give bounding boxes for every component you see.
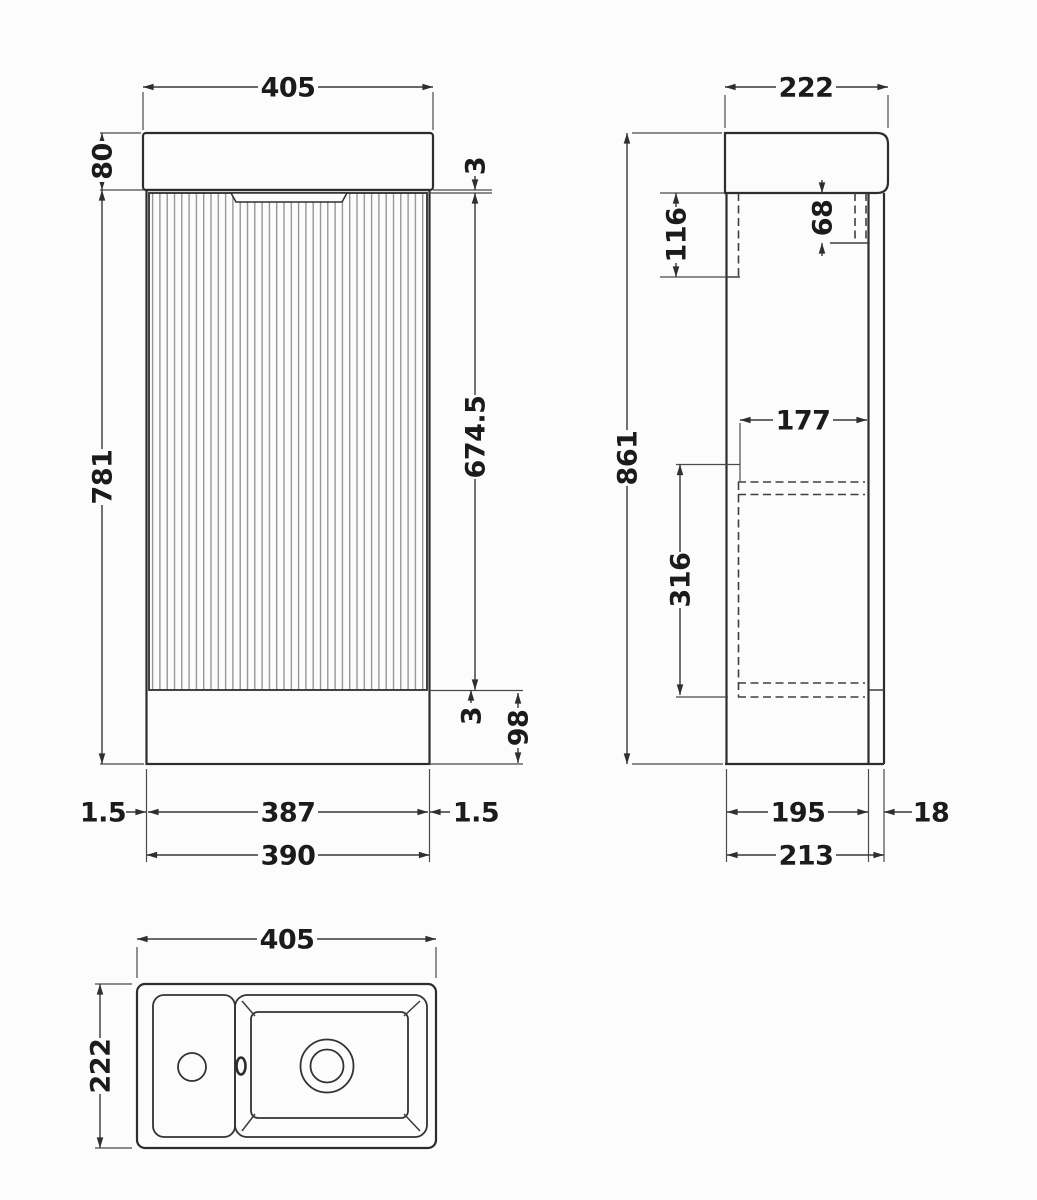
side-dimensions: 222 861 116 68 177 [613, 73, 950, 872]
dimension-label-bg [667, 552, 693, 608]
tap-hole [177, 1052, 207, 1082]
worktop-side [723, 131, 890, 195]
dim-front-right-gap: 1.5 [453, 798, 499, 829]
dimension-label-bg [257, 925, 317, 952]
dim-front-cabinet-width: 390 [261, 841, 316, 872]
plan-view: 405 222 [86, 925, 438, 1150]
dimension-label-bg [89, 449, 115, 505]
plan-dimensions: 405 222 [86, 925, 437, 1149]
dimension-label-bg [258, 841, 318, 868]
dim-front-plinth-height: 98 [504, 710, 535, 747]
hidden-detail [737, 193, 867, 698]
dim-front-bottom-gap: 3 [457, 707, 488, 725]
bowl-corner-bevel [403, 1113, 421, 1132]
bowl-corner-bevel [241, 1113, 256, 1132]
dim-front-left-gap: 1.5 [80, 798, 126, 829]
front-dimensions: 405 80 781 3 674.5 [80, 73, 535, 872]
door-handle-recess [229, 192, 349, 203]
dimension-label-bg [258, 798, 318, 825]
bowl-inner [250, 1011, 409, 1119]
dim-front-door-height: 674.5 [461, 396, 492, 479]
fluted-door [148, 192, 428, 691]
dim-side-left-bracket-height: 116 [662, 208, 693, 263]
bowl-corner-bevel [241, 1000, 256, 1017]
dimension-label-bg [87, 1038, 113, 1094]
dim-side-right-bracket-height: 68 [808, 200, 839, 237]
side-view: 222 861 116 68 177 [613, 73, 950, 872]
dim-front-cabinet-height: 781 [88, 450, 119, 505]
front-view: 405 80 781 3 674.5 [80, 73, 535, 872]
dimension-label-bg [768, 798, 828, 825]
dim-plan-basin-depth: 222 [86, 1039, 117, 1094]
bowl-corner-bevel [403, 1000, 421, 1017]
dimension-label-bg [258, 73, 318, 100]
dim-side-cabinet-depth: 195 [771, 798, 826, 829]
basin-outline [135, 982, 438, 1150]
dimension-label-bg [505, 708, 531, 748]
dimension-label-bg [776, 73, 836, 100]
dim-side-internal-height: 316 [666, 553, 697, 608]
dimension-label-bg [89, 141, 115, 182]
worktop-front [141, 131, 435, 192]
dimension-label-bg [663, 207, 689, 263]
dim-side-service-gap: 18 [913, 798, 950, 829]
dimension-label-bg [614, 430, 640, 486]
dim-plan-basin-width: 405 [260, 925, 315, 956]
dim-front-door-width: 387 [261, 798, 316, 829]
dim-front-top-gap: 3 [461, 157, 492, 175]
dimension-label-bg [776, 841, 836, 868]
dim-front-worktop-height: 80 [88, 143, 119, 180]
dim-side-overall-depth: 213 [779, 841, 834, 872]
dimension-label-bg [809, 198, 835, 238]
waste-drain-inner [309, 1048, 345, 1084]
dim-side-overall-height: 861 [613, 431, 644, 486]
dim-front-worktop-width: 405 [261, 73, 316, 104]
cabinet-front [145, 188, 431, 766]
dim-side-worktop-depth: 222 [779, 73, 834, 104]
dimension-label-bg [462, 395, 488, 479]
overflow-slot [235, 1056, 247, 1076]
bowl-outer [234, 994, 428, 1138]
dim-side-internal-depth: 177 [776, 406, 831, 437]
dimension-label-bg [773, 406, 833, 433]
waste-drain-outer [299, 1038, 355, 1094]
drainer-ledge [152, 994, 236, 1138]
